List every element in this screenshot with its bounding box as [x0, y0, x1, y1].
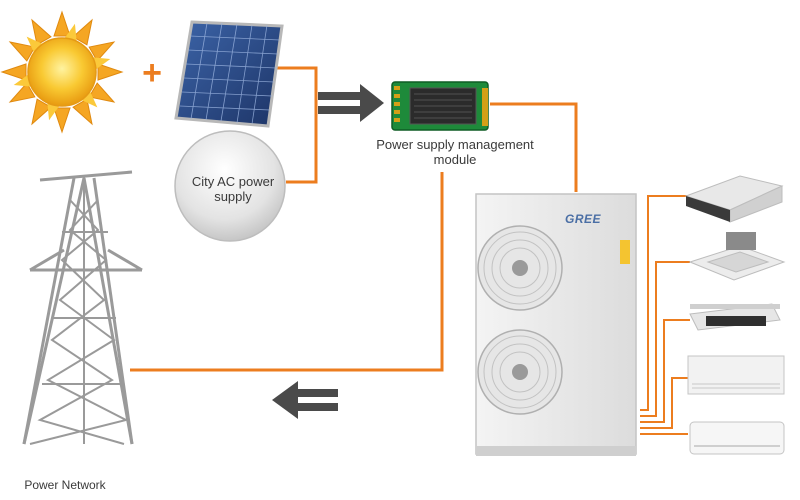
indoor-unit: [689, 303, 781, 331]
wires: [130, 66, 690, 435]
fan-bottom: [477, 329, 563, 415]
fan-top: [477, 225, 563, 311]
city-ac-label: City AC power supply: [191, 174, 275, 204]
sun-icon: [0, 10, 124, 134]
indoor-unit: [689, 421, 785, 455]
power-module-icon: [391, 81, 489, 131]
brand-logo: GREE: [565, 212, 602, 226]
power-network-label: Power Network: [24, 478, 106, 492]
city-ac-circle: [174, 130, 286, 242]
arrow-right-icon: [318, 84, 384, 122]
arrow-left-icon: [272, 381, 338, 419]
plus-sign: +: [142, 54, 162, 92]
wire-panel-to-module: [274, 66, 318, 184]
wire-module-to-outdoor: [490, 102, 578, 192]
indoor-unit: [688, 232, 786, 281]
module-label: Power supply management module: [376, 137, 534, 167]
indoor-unit: [687, 355, 785, 395]
wire-module-to-network: [130, 172, 444, 372]
wire-outdoor-to-indoor: [640, 195, 690, 435]
transmission-tower-icon: [22, 170, 143, 445]
solar-panel-icon: [174, 20, 284, 128]
outdoor-unit-icon: [475, 193, 637, 456]
indoor-unit: [684, 175, 784, 223]
